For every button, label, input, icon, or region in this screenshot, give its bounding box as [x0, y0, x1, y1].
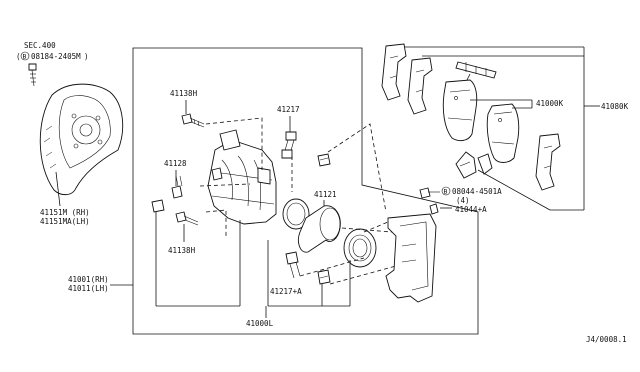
caliper-body	[207, 129, 277, 225]
seal-label: 41217+A	[270, 287, 302, 296]
pad-set-frame	[404, 46, 600, 211]
piston-boot	[343, 228, 377, 268]
piston-seal	[282, 198, 310, 230]
brake-pad-outer	[486, 103, 520, 163]
guide-pin-top-label: 41217	[277, 105, 300, 114]
caliper-lh-label: 41011(LH)	[68, 284, 109, 293]
brake-pad-inner	[442, 79, 478, 142]
pad-shim-right	[535, 133, 561, 191]
dust-shield	[39, 83, 124, 196]
sec-label: SEC.400	[24, 41, 56, 50]
pad-kit-label: 41000K	[536, 99, 564, 108]
guide-pin-top	[281, 131, 297, 159]
pad-shim-left-1	[381, 43, 407, 101]
torque-member	[385, 213, 437, 303]
caliper-rh-label: 41001(RH)	[68, 275, 109, 284]
bolt-ref-label: ( B 08184-2405M )	[16, 51, 89, 61]
pin-bolt-top-label: 41138H	[170, 89, 198, 98]
piston	[297, 205, 341, 253]
bleeder-cap	[151, 199, 165, 213]
spring-clip	[429, 203, 439, 215]
torque-member-bolt	[419, 187, 440, 199]
shield-bolt	[28, 63, 37, 87]
pin-bolt-bottom	[175, 211, 199, 226]
spring-label: 41044+A	[455, 205, 487, 214]
bleeder-label: 41128	[164, 159, 187, 168]
bolt-ref-number: 08184-2405M	[31, 52, 81, 61]
assembly-brackets	[155, 212, 351, 318]
bolt-right-qty: (4)	[456, 196, 470, 205]
svg-text:(: (	[16, 52, 21, 61]
shield-rh-label: 41151M (RH)	[40, 208, 90, 217]
pad-shim-left-2	[407, 57, 433, 115]
pad-set-label: 41080K	[601, 102, 629, 111]
pin-bolt-bottom-label: 41138H	[168, 246, 196, 255]
dashed-guides	[199, 117, 397, 285]
bolt-right-number: 08044-4501A	[452, 187, 502, 196]
pin-boot-top	[317, 153, 331, 167]
caliper-assy-label: 41000L	[246, 319, 274, 328]
bolt-right-label: B 08044-4501A (4)	[441, 186, 502, 205]
bolt-right-mark: B	[444, 188, 448, 196]
diagram-code: J4/0008.1	[586, 335, 627, 344]
piston-label: 41121	[314, 190, 337, 199]
shield-lh-label: 41151MA(LH)	[40, 217, 90, 226]
svg-text:): )	[84, 52, 89, 61]
pad-retainer-clip	[455, 61, 497, 79]
bleeder-screw	[171, 175, 183, 199]
caliper-assembly-frame	[132, 47, 479, 335]
pin-boot-bottom	[317, 269, 331, 285]
pad-kit-bracket	[470, 99, 533, 109]
pin-bolt-top	[181, 113, 205, 128]
bolt-ref-mark: B	[23, 53, 27, 61]
shield-leader	[55, 171, 61, 207]
guide-pin-bottom	[285, 251, 301, 279]
anti-rattle-spring	[455, 151, 493, 179]
